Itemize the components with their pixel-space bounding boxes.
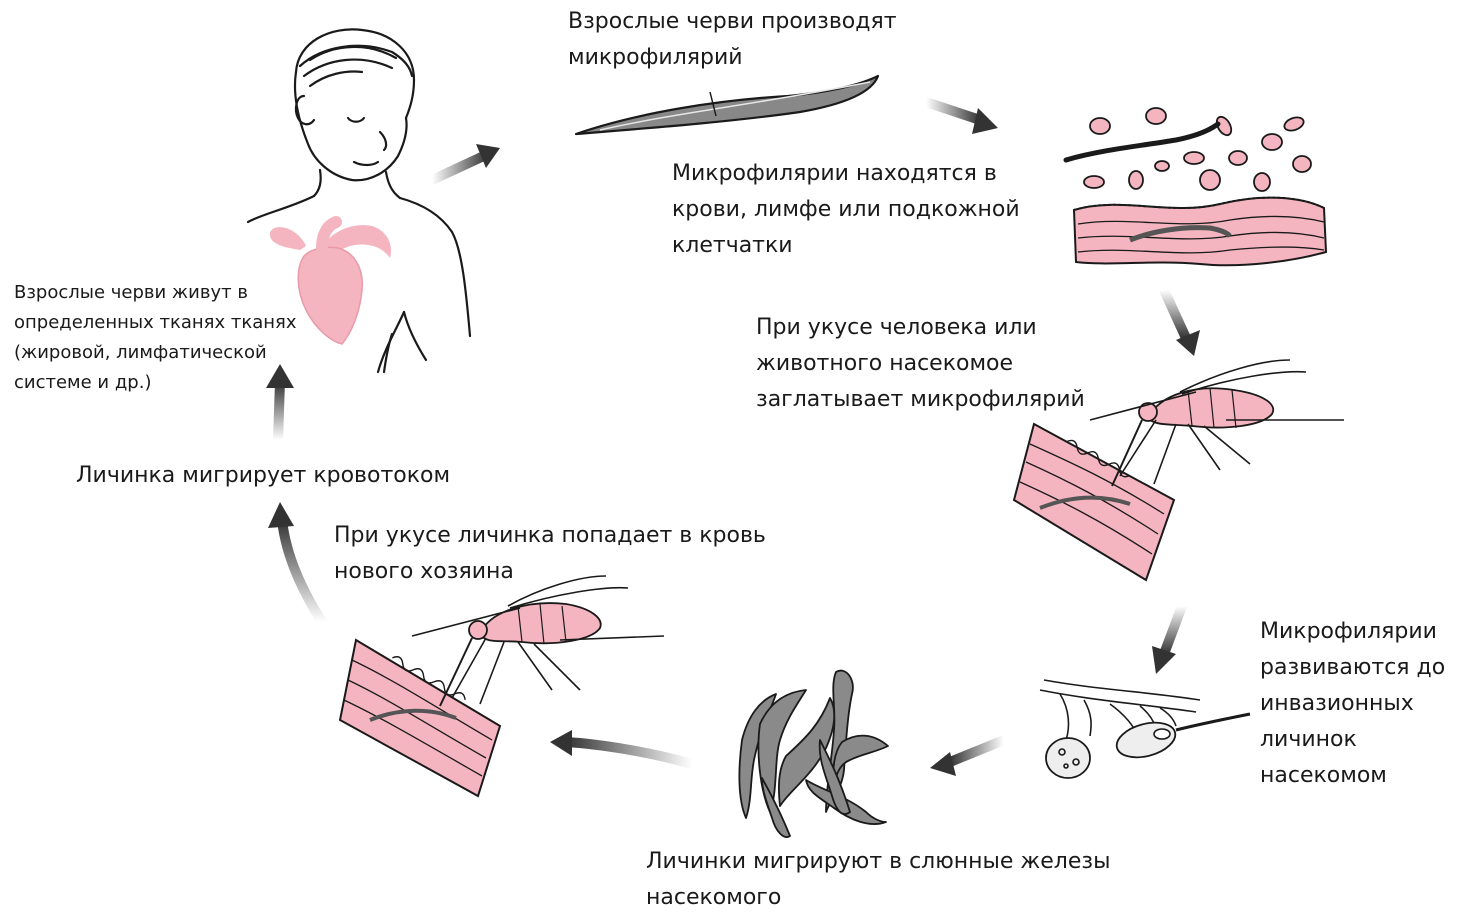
adult-worm-icon: [576, 76, 878, 134]
step-adults-live-tissues-label: Взрослые черви живут в определенных ткан…: [14, 278, 297, 398]
arrow-6-icon: [566, 742, 692, 764]
step-adult-worms-produce-label: Взрослые черви производят микрофилярий: [568, 4, 897, 76]
skin-patch-1: [1014, 424, 1174, 580]
step-insect-ingests-label: При укусе человека или животного насеком…: [756, 310, 1085, 418]
step-microfilariae-in-blood-label: Микрофилярии находятся в крови, лимфе ил…: [672, 156, 1020, 264]
larvae-cluster-icon: [739, 671, 888, 837]
arrow-1-icon: [432, 154, 488, 180]
arrow-5-icon: [950, 740, 1004, 762]
insect-cells-icon: [1040, 680, 1250, 778]
step-new-host-bite-label: При укусе личинка попадает в кровь новог…: [334, 518, 766, 590]
mosquito-new-host-icon: [340, 576, 664, 796]
step-larva-bloodstream-label: Личинка мигрирует кровотоком: [76, 458, 450, 494]
arrow-2-icon: [926, 102, 980, 120]
skin-patch-2: [340, 640, 500, 796]
skin-section-icon: [1074, 198, 1326, 266]
arrow-7-icon: [282, 520, 322, 622]
step-larvae-develop-label: Микрофилярии развиваются до инвазионных …: [1260, 614, 1445, 794]
arrow-4-icon: [1164, 606, 1182, 654]
step-salivary-glands-label: Личинки мигрируют в слюнные железы насек…: [646, 844, 1110, 916]
arrow-3-icon: [1164, 290, 1186, 338]
